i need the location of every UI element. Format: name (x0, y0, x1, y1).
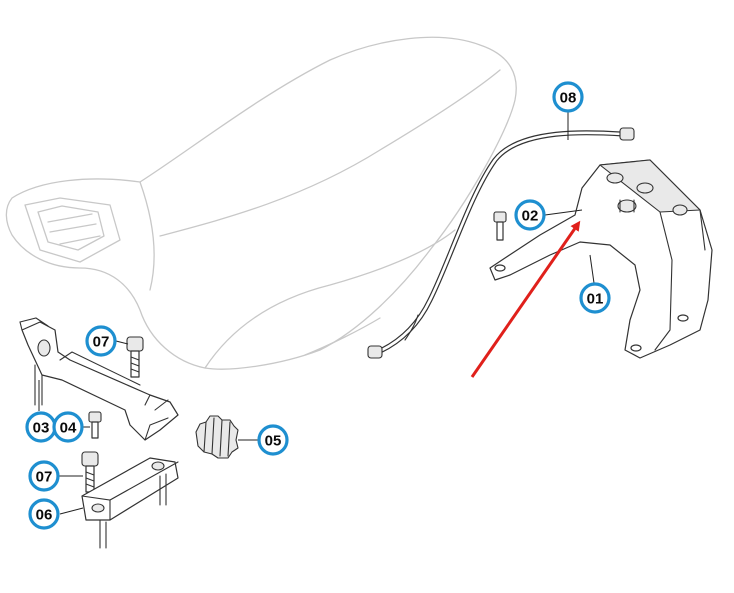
callout-07-lower-label: 07 (36, 469, 53, 486)
leader-lines (38, 112, 595, 515)
block-part-06 (81, 457, 179, 549)
callout-05: 05 (257, 424, 289, 456)
callout-01: 01 (579, 282, 611, 314)
pointer-arrow (470, 220, 581, 378)
callout-05-label: 05 (265, 433, 282, 450)
callout-02: 02 (514, 199, 546, 231)
callout-07-upper: 07 (85, 325, 117, 357)
callout-01-label: 01 (587, 291, 604, 308)
bolt-part-02 (493, 211, 507, 241)
callout-04: 04 (52, 411, 84, 443)
lever-part-03 (19, 317, 179, 441)
callout-06-label: 06 (36, 507, 53, 524)
callout-07-lower: 07 (28, 460, 60, 492)
seat-ghost-outline (5, 36, 517, 370)
callout-04-label: 04 (60, 420, 77, 437)
cable-part-08 (367, 127, 635, 359)
callout-08: 08 (552, 81, 584, 113)
bracket-part-01 (489, 159, 713, 359)
gear-part-05 (195, 415, 239, 459)
bolt-part-07-lower (81, 451, 99, 493)
bolt-part-07-upper (126, 336, 144, 378)
screw-part-04 (88, 411, 102, 439)
callout-06: 06 (28, 498, 60, 530)
callout-03: 03 (25, 411, 57, 443)
callout-02-label: 02 (522, 208, 539, 225)
callout-03-label: 03 (33, 420, 50, 437)
callout-08-label: 08 (560, 90, 577, 107)
callout-07-upper-label: 07 (93, 334, 110, 351)
